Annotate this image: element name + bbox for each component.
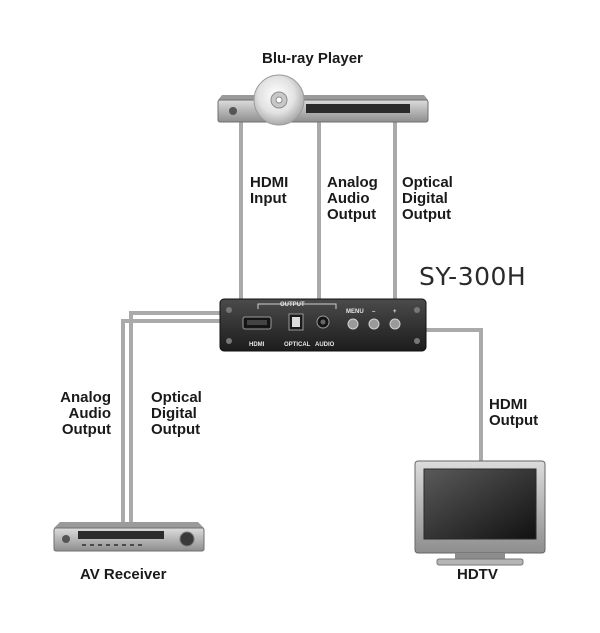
receiver-display (78, 531, 164, 539)
power-button-icon (62, 535, 70, 543)
panel-output-label: OUTPUT (280, 302, 305, 308)
av-receiver (53, 522, 205, 552)
cable-optical-to-receiver (129, 311, 222, 528)
minus-button-icon (368, 318, 380, 330)
bluray-player (217, 74, 429, 126)
optical-digital-output-left-label: Optical Digital Output (151, 389, 202, 438)
cable-hdmi-output (425, 328, 483, 463)
hdtv-label: HDTV (457, 566, 498, 583)
analog-audio-output-left-label: Analog Audio Output (60, 389, 111, 438)
converter-box: OUTPUT HDMI OPTICAL AUDIO MENU – + (219, 298, 427, 352)
disc-tray (306, 104, 410, 113)
panel-optical-label: OPTICAL (284, 342, 311, 348)
panel-audio-label: AUDIO (315, 342, 335, 348)
panel-hdmi-label: HDMI (249, 342, 265, 348)
panel-menu-label: MENU (346, 309, 364, 315)
plus-button-icon (389, 318, 401, 330)
hdmi-input-label: HDMI Input (250, 174, 289, 207)
hdtv (414, 460, 546, 566)
av-receiver-label: AV Receiver (80, 566, 167, 583)
model-number: SY-300H (419, 262, 527, 291)
optical-digital-output-top-label: Optical Digital Output (402, 174, 453, 223)
panel-minus-label: – (372, 309, 376, 315)
cable-analog-to-receiver (121, 319, 222, 528)
hdmi-output-label: HDMI Output (489, 396, 539, 429)
menu-button-icon (347, 318, 359, 330)
volume-knob-icon (179, 531, 195, 547)
analog-audio-output-top-label: Analog Audio Output (327, 174, 378, 223)
bluray-player-label: Blu-ray Player (262, 50, 363, 67)
tv-screen (423, 468, 537, 540)
power-button-icon (229, 107, 237, 115)
panel-plus-label: + (393, 309, 397, 315)
cables (121, 120, 483, 528)
